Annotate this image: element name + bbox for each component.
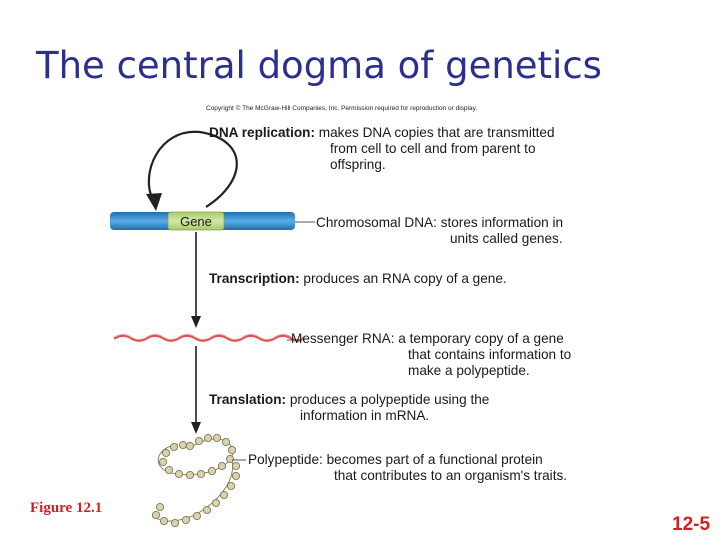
amino-acid-bead xyxy=(212,433,222,443)
gene-label: Gene xyxy=(180,214,212,229)
amino-acid-bead xyxy=(196,469,206,479)
amino-acid-bead xyxy=(211,498,221,508)
messenger-rna-line3: make a polypeptide. xyxy=(408,363,530,378)
amino-acid-bead xyxy=(158,457,168,467)
messenger-rna-line2: that contains information to xyxy=(408,347,572,362)
amino-acid-bead xyxy=(164,465,174,475)
amino-acid-bead xyxy=(155,502,165,512)
messenger-rna-strand-highlight xyxy=(114,334,304,340)
replication-line1: makes DNA copies that are transmitted xyxy=(318,125,555,140)
replication-loop-arrow xyxy=(147,130,238,208)
replication-line3: offspring. xyxy=(330,157,386,172)
amino-acid-bead xyxy=(159,516,169,526)
messenger-rna-term: Messenger RNA: xyxy=(291,331,395,346)
replication-line2: from cell to cell and from parent to xyxy=(330,141,536,156)
polypeptide-term: Polypeptide: xyxy=(248,452,323,467)
amino-acid-bead xyxy=(178,440,188,450)
amino-acid-bead xyxy=(231,471,241,481)
transcription-label: Transcription: produces an RNA copy of a… xyxy=(209,271,507,287)
translation-arrowhead-icon xyxy=(191,422,201,434)
transcription-line1: produces an RNA copy of a gene. xyxy=(303,271,507,286)
polypeptide-line2: that contributes to an organism's traits… xyxy=(334,468,568,483)
amino-acid-bead xyxy=(225,454,235,464)
amino-acid-bead xyxy=(170,518,180,528)
amino-acid-bead xyxy=(192,511,202,521)
messenger-rna-label: Messenger RNA: a temporary copy of a gen… xyxy=(291,331,564,347)
amino-acid-bead xyxy=(203,433,213,443)
amino-acid-bead xyxy=(219,490,229,500)
chromosomal-dna-label: Chromosomal DNA: stores information in xyxy=(316,215,563,231)
amino-acid-bead xyxy=(227,445,237,455)
amino-acid-bead xyxy=(161,448,171,458)
messenger-rna-line1: a temporary copy of a gene xyxy=(398,331,564,346)
polypeptide-line1: becomes part of a functional protein xyxy=(326,452,543,467)
slide-number: 12-5 xyxy=(672,514,711,535)
amino-acid-bead xyxy=(231,461,241,471)
chromosomal-dna-term: Chromosomal DNA: xyxy=(316,215,437,230)
transcription-arrowhead-icon xyxy=(191,316,201,328)
amino-acid-bead xyxy=(169,442,179,452)
translation-line2: information in mRNA. xyxy=(300,408,430,423)
transcription-term: Transcription: xyxy=(209,271,300,286)
translation-label: Translation: produces a polypeptide usin… xyxy=(209,392,489,408)
amino-acid-bead xyxy=(181,515,191,525)
replication-arrowhead-icon xyxy=(146,193,162,211)
amino-acid-bead xyxy=(207,466,217,476)
replication-label: DNA replication: makes DNA copies that a… xyxy=(209,125,555,141)
chromosomal-dna-line2: units called genes. xyxy=(450,231,563,246)
amino-acid-bead xyxy=(202,505,212,515)
gene-segment xyxy=(167,211,225,231)
amino-acid-bead xyxy=(174,469,184,479)
replication-term: DNA replication: xyxy=(209,125,315,140)
figure-label: Figure 12.1 xyxy=(30,500,103,516)
polypeptide-label: Polypeptide: becomes part of a functiona… xyxy=(248,452,543,468)
slide-title: The central dogma of genetics xyxy=(36,44,602,87)
chromosomal-dna-line1: stores information in xyxy=(440,215,564,230)
amino-acid-bead xyxy=(226,481,236,491)
amino-acid-bead xyxy=(151,510,161,520)
translation-line1: produces a polypeptide using the xyxy=(289,392,490,407)
amino-acid-bead xyxy=(194,436,204,446)
messenger-rna-strand xyxy=(113,334,305,342)
amino-acid-bead xyxy=(221,437,231,447)
translation-term: Translation: xyxy=(209,392,287,407)
polypeptide-beads xyxy=(151,433,241,528)
amino-acid-bead xyxy=(185,441,195,451)
amino-acid-bead xyxy=(185,470,195,480)
amino-acid-bead xyxy=(217,461,227,471)
copyright-notice: Copyright © The McGraw-Hill Companies, I… xyxy=(206,105,478,112)
